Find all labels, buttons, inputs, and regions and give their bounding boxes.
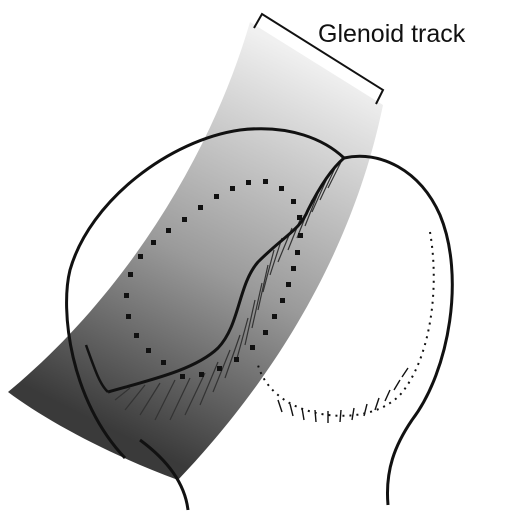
margin-hatch-marks	[277, 367, 409, 423]
glenoid-track-band	[8, 22, 383, 480]
track-width-bracket	[253, 12, 385, 105]
glenoid-track-label: Glenoid track	[318, 20, 466, 48]
humeral-shaft-line	[139, 438, 190, 511]
humeral-head-outline	[65, 127, 454, 506]
glenoid-outline-dots	[124, 179, 303, 379]
inner-contour-line	[84, 344, 109, 393]
lesion-boundary	[107, 156, 345, 394]
